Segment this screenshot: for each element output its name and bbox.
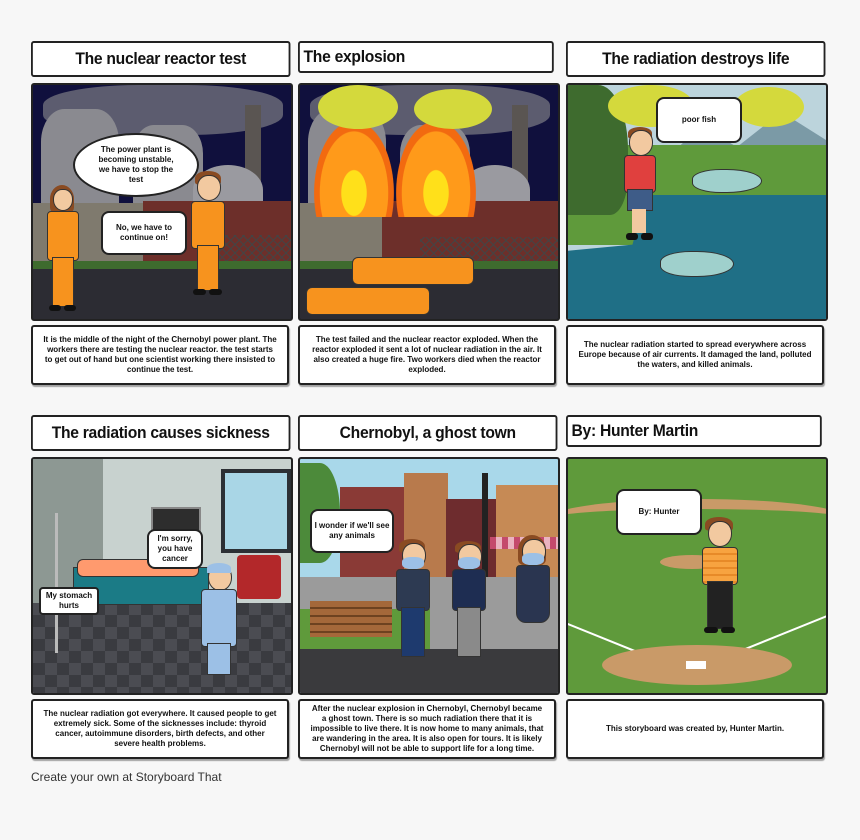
cell-title: The radiation causes sickness	[31, 415, 291, 451]
cell-title: The radiation destroys life	[566, 41, 826, 77]
iv-stand	[55, 513, 58, 653]
chair	[237, 555, 281, 599]
speech-bubble: The power plant is becoming unstable, we…	[73, 133, 199, 197]
speech-bubble: No, we have to continue on!	[101, 211, 187, 255]
toxic-cloud	[414, 89, 492, 129]
character-masked-woman	[516, 535, 550, 659]
fire-icon	[396, 121, 476, 217]
speech-bubble: I wonder if we'll see any animals	[310, 509, 394, 553]
character-boy	[624, 127, 656, 243]
grass-strip	[33, 261, 291, 269]
cell-description: The nuclear radiation got everywhere. It…	[31, 699, 289, 759]
cell-description: After the nuclear explosion in Chernobyl…	[298, 699, 556, 759]
fish-icon	[692, 169, 762, 193]
cell-description: The test failed and the nuclear reactor …	[298, 325, 556, 385]
character-male-worker	[191, 171, 225, 297]
character-doctor	[201, 563, 237, 677]
cell-title: Chernobyl, a ghost town	[298, 415, 558, 451]
cell-title: The nuclear reactor test	[31, 41, 291, 77]
fire-icon	[314, 121, 394, 217]
bench	[310, 601, 392, 637]
cell-title: The explosion	[298, 41, 554, 73]
cell-title: By: Hunter Martin	[566, 415, 822, 447]
floor	[33, 603, 291, 693]
scene-hospital-room: I'm sorry, you have cancer My stomach hu…	[31, 457, 293, 695]
toxic-cloud	[318, 85, 398, 129]
street-lamp	[482, 473, 488, 621]
character-fallen-worker	[352, 257, 474, 285]
toxic-cloud	[734, 87, 804, 127]
scene-explosion	[298, 83, 560, 321]
road	[33, 269, 291, 319]
road	[300, 649, 558, 693]
footer-credit-link[interactable]: Create your own at Storyboard That	[31, 770, 222, 784]
fish-icon	[660, 251, 734, 277]
scene-nuclear-plant-night: The power plant is becoming unstable, we…	[31, 83, 293, 321]
window	[221, 469, 291, 553]
speech-bubble: I'm sorry, you have cancer	[147, 529, 203, 569]
character-masked-man	[452, 541, 486, 661]
character-fallen-worker	[306, 287, 430, 315]
cell-description: It is the middle of the night of the Che…	[31, 325, 289, 385]
home-plate	[686, 661, 706, 669]
cell-description: The nuclear radiation started to spread …	[566, 325, 824, 385]
scene-river-polluted: poor fish	[566, 83, 828, 321]
cell-description: This storyboard was created by, Hunter M…	[566, 699, 824, 759]
scene-ghost-town: I wonder if we'll see any animals	[298, 457, 560, 695]
speech-bubble: By: Hunter	[616, 489, 702, 535]
speech-bubble: My stomach hurts	[39, 587, 99, 615]
character-female-worker	[47, 185, 79, 313]
scene-baseball-field: By: Hunter	[566, 457, 828, 695]
character-masked-man	[396, 539, 430, 661]
speech-bubble: poor fish	[656, 97, 742, 143]
character-author	[702, 517, 738, 635]
